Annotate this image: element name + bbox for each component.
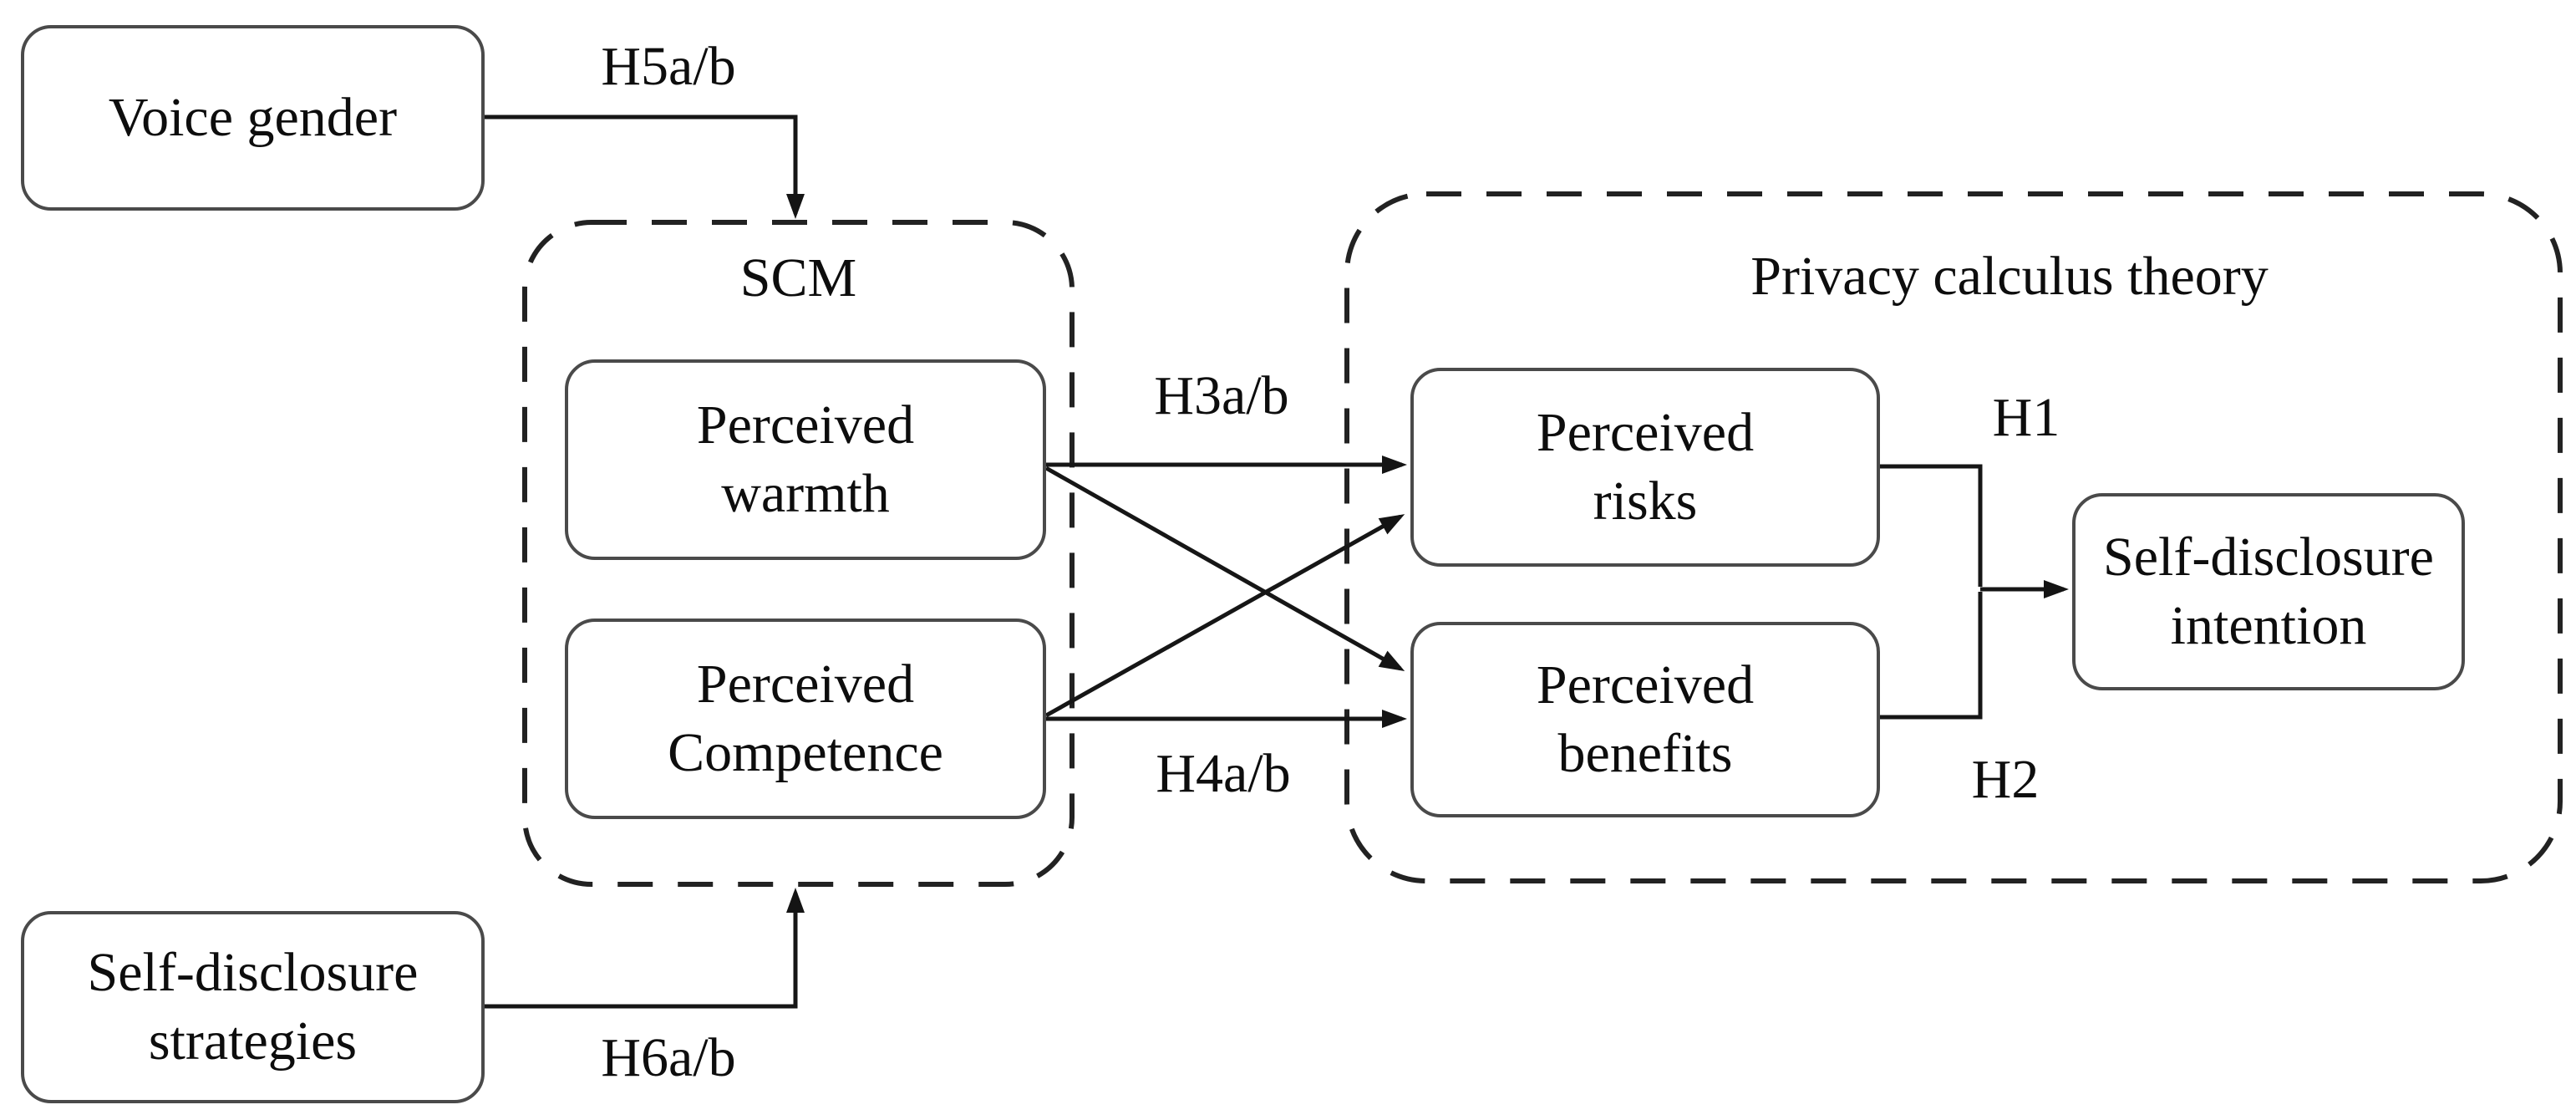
arrow-competence-to-risks xyxy=(1044,514,1405,718)
hypothesis-label-h4: H4a/b xyxy=(1156,743,1291,804)
node-self-disclosure-intention-label: Self-disclosure intention xyxy=(2103,527,2434,656)
scm-container-title: SCM xyxy=(739,247,857,308)
hypothesis-label-h2: H2 xyxy=(1971,749,2040,810)
connector-h1-risks xyxy=(1880,464,1983,587)
node-perceived-competence-label: Perceived Competence xyxy=(668,654,943,783)
connector-h2-benefits xyxy=(1880,592,1983,720)
arrow-warmth-to-benefits xyxy=(1044,466,1405,671)
node-self-disclosure-strategies-label: Self-disclosure strategies xyxy=(87,942,419,1072)
node-perceived-competence: Perceived Competence xyxy=(565,619,1046,819)
hypothesis-label-h6: H6a/b xyxy=(601,1027,736,1088)
hypothesis-label-h3: H3a/b xyxy=(1154,365,1289,426)
arrow-h5-voice-gender-to-scm xyxy=(485,115,805,219)
node-perceived-benefits-label: Perceived benefits xyxy=(1536,654,1755,784)
hypothesis-label-h5: H5a/b xyxy=(601,36,736,97)
node-self-disclosure-strategies: Self-disclosure strategies xyxy=(21,911,485,1103)
node-voice-gender: Voice gender xyxy=(21,25,485,211)
node-voice-gender-label: Voice gender xyxy=(108,87,398,149)
node-perceived-benefits: Perceived benefits xyxy=(1410,622,1880,817)
node-self-disclosure-intention: Self-disclosure intention xyxy=(2072,493,2465,690)
node-perceived-risks: Perceived risks xyxy=(1410,368,1880,567)
scm-container-border xyxy=(522,220,1075,887)
node-perceived-warmth: Perceived warmth xyxy=(565,359,1046,560)
node-perceived-risks-label: Perceived risks xyxy=(1536,402,1755,532)
hypothesis-label-h1: H1 xyxy=(1992,387,2060,448)
privacy-calculus-container-title: Privacy calculus theory xyxy=(1750,246,2269,307)
node-perceived-warmth-label: Perceived warmth xyxy=(696,395,915,524)
privacy-calculus-container-border xyxy=(1344,191,2563,883)
arrow-h6-strategies-to-scm xyxy=(485,888,805,1009)
